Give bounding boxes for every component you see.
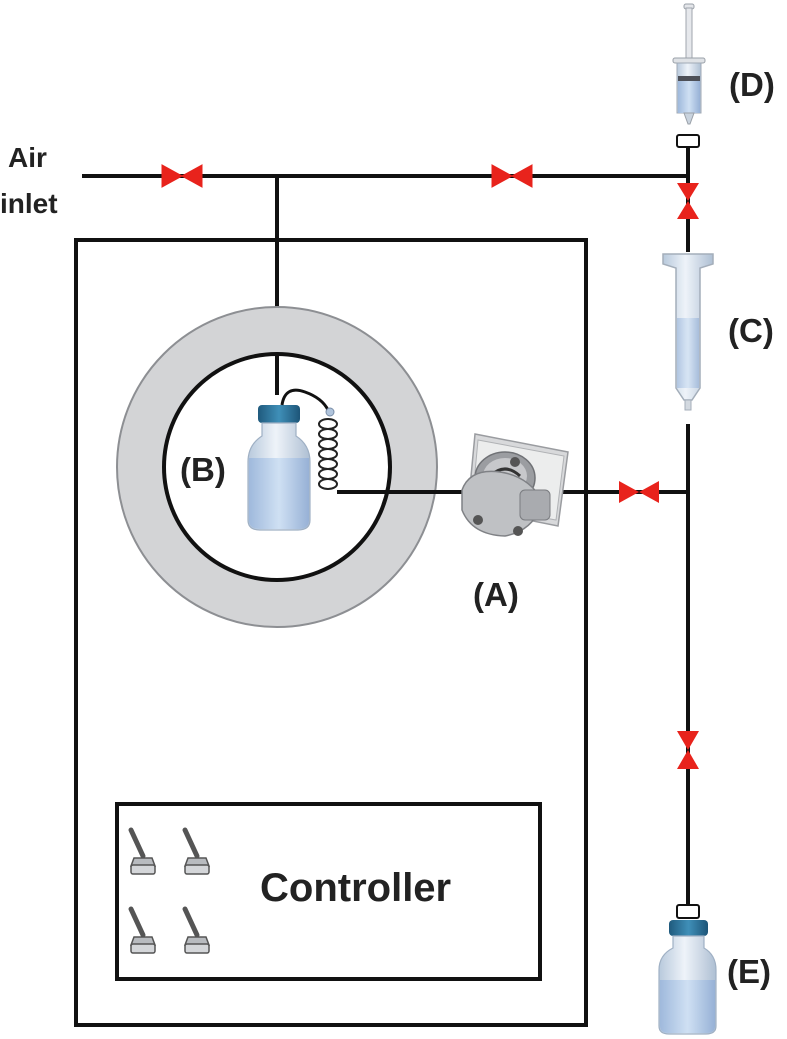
enclosure-box bbox=[74, 238, 588, 1027]
bowtie-valve-icon[interactable] bbox=[619, 481, 659, 503]
bowtie-valve-icon[interactable] bbox=[491, 164, 533, 188]
bowtie-valve-icon[interactable] bbox=[677, 731, 699, 769]
controller-label: Controller bbox=[260, 866, 451, 910]
bowtie-valve-icon[interactable] bbox=[161, 164, 203, 188]
label-a: (A) bbox=[473, 576, 519, 613]
bottle-b-icon bbox=[247, 388, 335, 531]
syringe-icon bbox=[672, 3, 706, 125]
bowtie-valve-icon[interactable] bbox=[677, 183, 699, 219]
bottle-e-icon bbox=[658, 920, 717, 1035]
toggle-switch-icon[interactable] bbox=[128, 906, 157, 954]
syringe-connector-icon bbox=[676, 134, 700, 148]
label-c: (C) bbox=[728, 312, 774, 349]
label-d: (D) bbox=[729, 66, 775, 103]
column-tube-icon bbox=[662, 253, 714, 411]
label-e: (E) bbox=[727, 953, 771, 990]
heating-coil-icon bbox=[318, 418, 338, 490]
toggle-switch-icon[interactable] bbox=[182, 906, 211, 954]
air-inlet-label-line1: Air bbox=[8, 142, 47, 173]
toggle-switch-icon[interactable] bbox=[128, 827, 157, 875]
air-inlet-label-line2: inlet bbox=[0, 188, 58, 219]
label-b: (B) bbox=[180, 451, 226, 488]
peristaltic-pump-icon[interactable] bbox=[461, 433, 569, 537]
bottle-connector-icon bbox=[676, 904, 700, 919]
toggle-switch-icon[interactable] bbox=[182, 827, 211, 875]
